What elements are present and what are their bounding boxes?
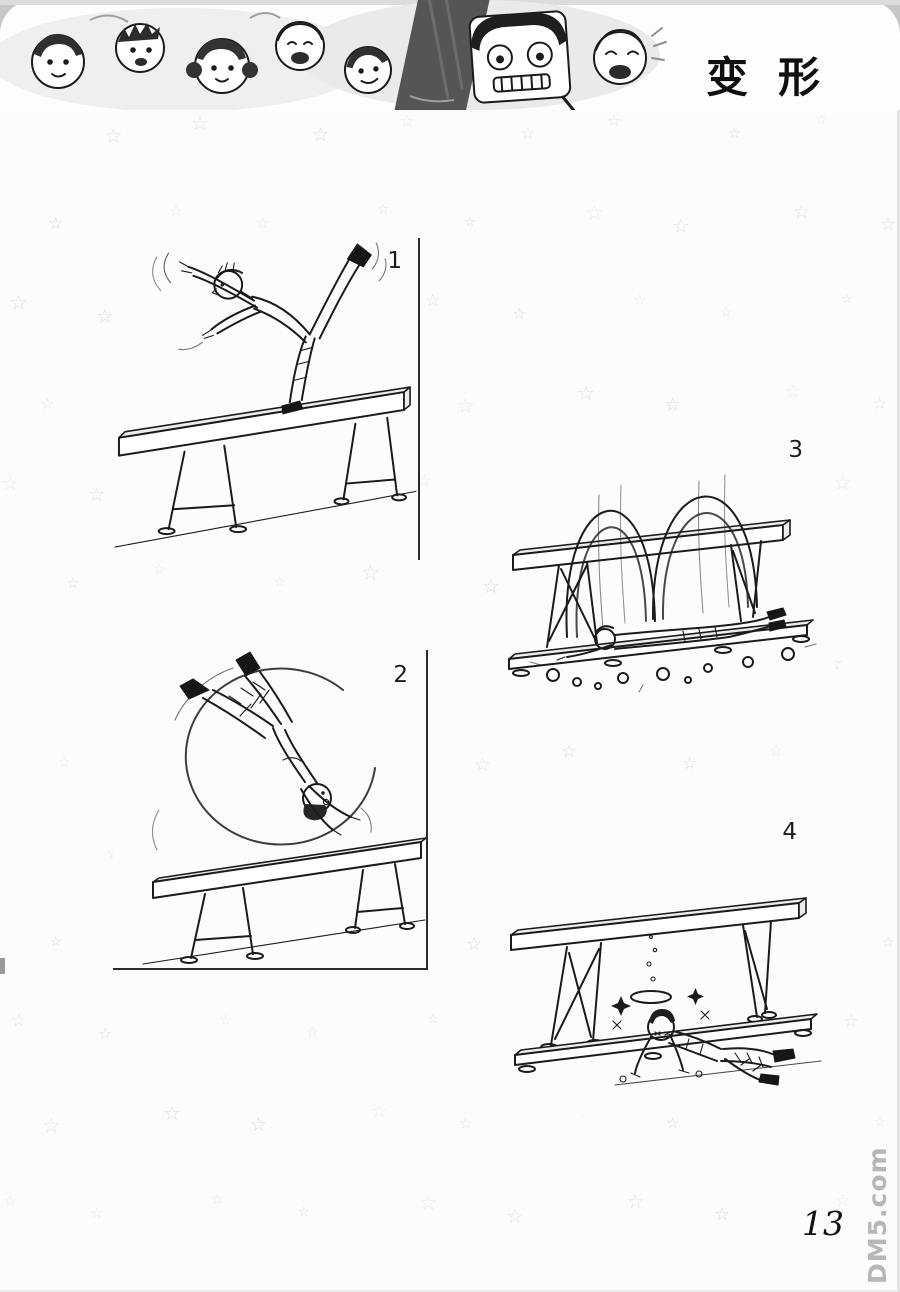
star-decoration: ☆ (50, 935, 62, 950)
cartoon-faces (31, 0, 667, 110)
star-decoration: ☆ (153, 562, 166, 578)
panel-number: 3 (788, 437, 803, 463)
balance-beam (117, 386, 411, 536)
star-decoration: ☆ (833, 471, 852, 495)
star-decoration: ☆ (664, 394, 682, 416)
panel-4-illustration (510, 897, 822, 1086)
star-decoration: ☆ (425, 291, 441, 311)
star-decoration: ☆ (11, 1011, 27, 1031)
panel-number: 1 (387, 248, 402, 274)
star-decoration: ☆ (672, 214, 690, 238)
star-decoration: ☆ (169, 201, 184, 220)
balance-beam (508, 519, 814, 677)
star-decoration: ☆ (456, 394, 475, 418)
star-decoration: ☆ (585, 201, 604, 225)
star-decoration: ☆ (520, 124, 536, 144)
panel-number: 2 (393, 662, 408, 688)
daze-effects (611, 935, 710, 1030)
header-banner: 变形 (0, 0, 900, 110)
panel-2-illustration (142, 651, 426, 965)
gymnast-balancing (152, 242, 387, 415)
dazed-gymnast (614, 1009, 822, 1086)
star-decoration: ☆ (48, 214, 64, 234)
star-decoration: ☆ (607, 111, 622, 130)
star-decoration: ☆ (728, 124, 742, 142)
star-decoration: ☆ (466, 934, 483, 955)
star-decoration: ☆ (219, 1011, 233, 1029)
star-decoration: ☆ (104, 124, 123, 148)
star-decoration: ☆ (482, 574, 500, 598)
star-decoration: ☆ (256, 214, 270, 232)
star-decoration: ☆ (399, 111, 416, 132)
star-decoration: ☆ (682, 754, 698, 774)
star-decoration: ☆ (427, 1012, 439, 1027)
gymnast-flipping (179, 651, 372, 836)
star-decoration: ☆ (250, 1114, 268, 1136)
star-decoration: ☆ (666, 1114, 680, 1132)
star-decoration: ☆ (874, 1115, 886, 1130)
trajectory-arcs (565, 474, 758, 638)
panel-3: 3 (503, 423, 835, 725)
star-decoration: ☆ (98, 1024, 113, 1043)
star-decoration: ☆ (40, 394, 55, 413)
star-decoration: ☆ (793, 201, 811, 223)
panel-number: 4 (782, 819, 797, 845)
panel-4: 4 (503, 813, 835, 1115)
star-decoration: ☆ (458, 1114, 474, 1134)
star-decoration: ☆ (96, 304, 114, 328)
star-decoration: ☆ (843, 1011, 860, 1032)
panel-3-illustration (508, 474, 817, 693)
balance-beam (142, 837, 426, 965)
star-decoration: ☆ (720, 305, 733, 321)
star-decoration: ☆ (377, 202, 390, 218)
star-decoration: ☆ (633, 291, 647, 309)
star-decoration: ☆ (577, 381, 595, 405)
star-decoration: ☆ (58, 755, 71, 771)
star-decoration: ☆ (512, 304, 527, 323)
scan-artifact (0, 958, 5, 974)
star-decoration: ☆ (419, 1191, 438, 1215)
star-decoration: ☆ (191, 111, 209, 135)
page-number: 13 (802, 1204, 844, 1243)
star-decoration: ☆ (769, 741, 784, 760)
panel-1: 1 (113, 238, 420, 560)
star-decoration: ☆ (1, 471, 19, 495)
panel-2: 2 (113, 650, 428, 970)
star-decoration: ☆ (841, 292, 853, 307)
star-decoration: ☆ (361, 561, 380, 585)
star-decoration: ☆ (90, 1204, 104, 1222)
dust-puffs (529, 643, 817, 693)
star-decoration: ☆ (3, 1191, 18, 1210)
star-decoration: ☆ (88, 484, 106, 506)
star-decoration: ☆ (474, 754, 492, 776)
ground-line (114, 490, 417, 548)
star-decoration: ☆ (882, 935, 895, 951)
star-decoration: ☆ (312, 124, 330, 146)
star-decoration: ☆ (815, 112, 828, 128)
star-decoration: ☆ (506, 1204, 524, 1228)
star-decoration: ☆ (785, 381, 802, 402)
star-decoration: ☆ (872, 394, 888, 414)
crashed-gymnast (556, 607, 787, 661)
balance-beam (510, 897, 818, 1073)
star-decoration: ☆ (42, 1114, 61, 1138)
star-decoration: ☆ (163, 1101, 181, 1125)
star-decoration: ☆ (274, 575, 286, 590)
watermark: DM5.com (863, 1146, 892, 1284)
star-decoration: ☆ (464, 215, 476, 230)
star-decoration: ☆ (714, 1204, 731, 1225)
star-decoration: ☆ (880, 214, 897, 235)
star-decoration: ☆ (371, 1101, 388, 1122)
star-decoration: ☆ (298, 1205, 310, 1220)
star-decoration: ☆ (561, 741, 578, 762)
page-title: 变形 (706, 53, 851, 102)
header-cartoon-strip (0, 0, 900, 110)
star-decoration: ☆ (306, 1025, 319, 1041)
star-decoration: ☆ (9, 291, 28, 315)
star-decoration: ☆ (211, 1192, 224, 1208)
panel-1-illustration (114, 242, 417, 548)
star-decoration: ☆ (66, 574, 80, 592)
star-decoration: ☆ (627, 1191, 645, 1213)
